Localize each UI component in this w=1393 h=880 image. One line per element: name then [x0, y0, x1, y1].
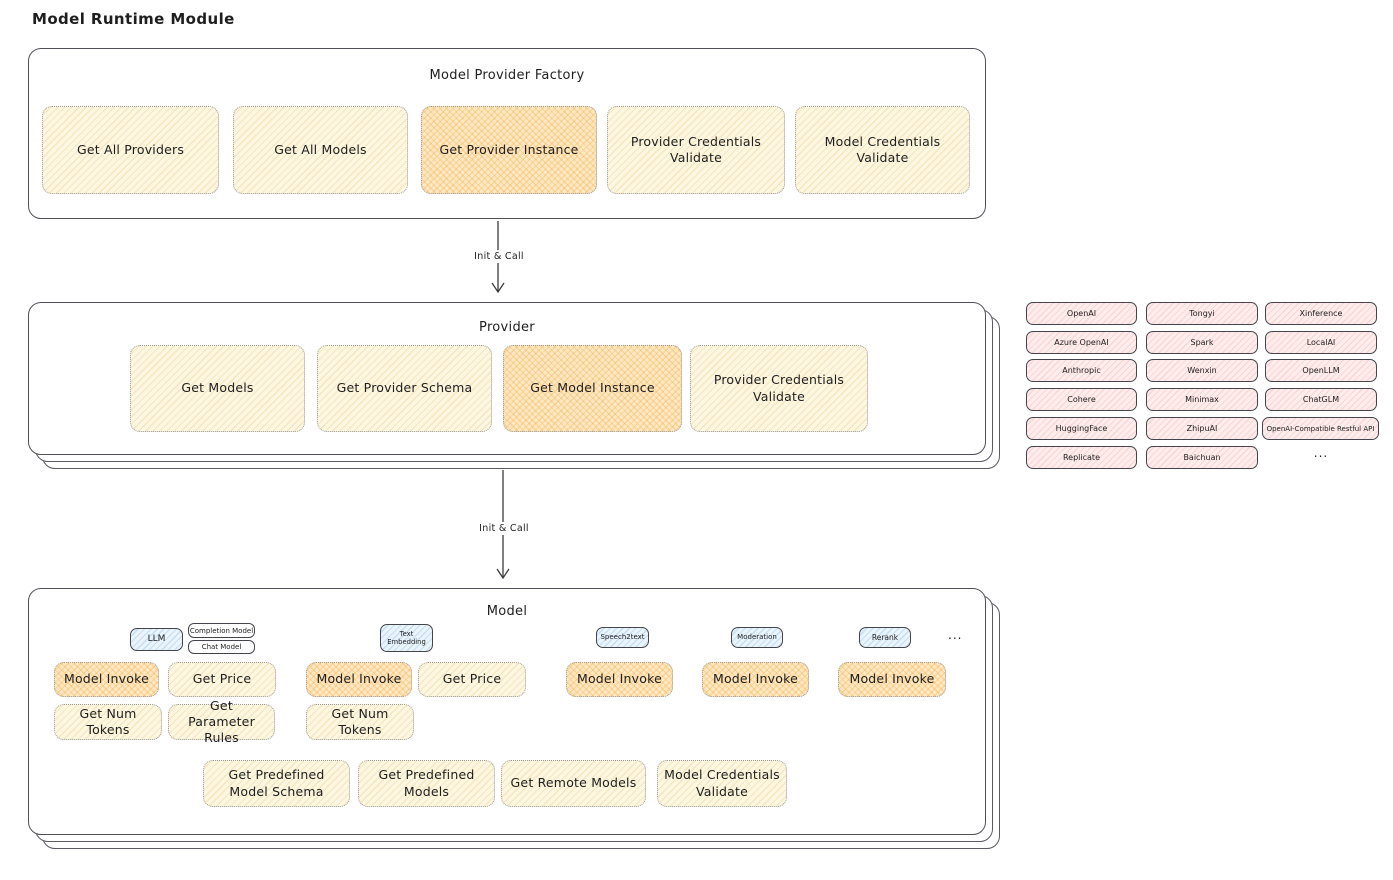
- model-credentials-validate-box: Model Credentials Validate: [657, 760, 787, 807]
- chip-label: OpenAI-Compatible Restful API: [1266, 424, 1375, 433]
- provider-chip-baichuan: Baichuan: [1146, 446, 1258, 469]
- fn-label: Get Remote Models: [510, 775, 637, 791]
- factory-box-label: Provider Credentials Validate: [630, 133, 762, 165]
- fn-label: Model Invoke: [63, 671, 150, 687]
- llm-get-price-box: Get Price: [168, 662, 276, 697]
- factory-box-provider-credentials-validate: Provider Credentials Validate: [607, 106, 785, 194]
- provider-chip-replicate: Replicate: [1026, 446, 1137, 469]
- provider-box-get-models: Get Models: [130, 345, 305, 432]
- llm-model-invoke-box: Model Invoke: [54, 662, 159, 697]
- tab-rerank: Rerank: [859, 627, 911, 648]
- chip-label: Replicate: [1062, 453, 1100, 462]
- provider-chip-wenxin: Wenxin: [1146, 359, 1258, 382]
- provider-box-label: Get Model Instance: [530, 380, 655, 396]
- factory-box-get-provider-instance: Get Provider Instance: [421, 106, 597, 194]
- provider-chip-azure-openai: Azure OpenAI: [1026, 331, 1137, 354]
- moderation-model-invoke-box: Model Invoke: [702, 662, 809, 697]
- chip-label: Wenxin: [1187, 366, 1217, 375]
- model-get-remote-models-box: Get Remote Models: [501, 760, 646, 807]
- model-tabs-ellipsis: ...: [948, 628, 963, 642]
- chip-label: Azure OpenAI: [1054, 338, 1109, 347]
- provider-box-provider-credentials-validate: Provider Credentials Validate: [690, 345, 868, 432]
- provider-chip-anthropic: Anthropic: [1026, 359, 1137, 382]
- provider-chip-localai: LocalAI: [1265, 331, 1377, 354]
- provider-box-get-model-instance: Get Model Instance: [503, 345, 682, 432]
- chip-label: Tongyi: [1189, 309, 1215, 318]
- page-title: Model Runtime Module: [32, 10, 235, 28]
- embedding-get-price-box: Get Price: [418, 662, 526, 697]
- factory-box-get-all-models: Get All Models: [233, 106, 408, 194]
- tab-chat-model: Chat Model: [188, 640, 255, 654]
- tab-moderation: Moderation: [731, 627, 783, 648]
- provider-title: Provider: [479, 320, 535, 335]
- chip-label: OpenAI: [1066, 309, 1097, 318]
- factory-box-label: Model Credentials Validate: [824, 133, 941, 165]
- fn-label: Get Predefined Model Schema: [228, 767, 325, 799]
- speech2text-model-invoke-box: Model Invoke: [566, 662, 673, 697]
- chip-label: Xinference: [1299, 309, 1343, 318]
- tab-completion-model: Completion Model: [188, 623, 255, 638]
- factory-box-get-all-providers: Get All Providers: [42, 106, 219, 194]
- model-get-predefined-models-box: Get Predefined Models: [358, 760, 495, 807]
- factory-box-model-credentials-validate: Model Credentials Validate: [795, 106, 970, 194]
- provider-box-label: Get Provider Schema: [336, 380, 473, 396]
- tab-llm: LLM: [130, 628, 183, 651]
- fn-label: Model Credentials Validate: [664, 767, 780, 799]
- provider-chip-zhipuai: ZhipuAI: [1146, 417, 1258, 440]
- model-title: Model: [486, 604, 528, 619]
- providers-ellipsis: ...: [1313, 446, 1329, 460]
- rerank-model-invoke-box: Model Invoke: [838, 662, 946, 697]
- chip-label: Spark: [1190, 338, 1214, 347]
- provider-box-label: Get Models: [181, 380, 254, 396]
- provider-chip-tongyi: Tongyi: [1146, 302, 1258, 325]
- chip-label: ChatGLM: [1302, 395, 1340, 404]
- fn-label: Get Num Tokens: [331, 705, 389, 737]
- fn-label: Model Invoke: [712, 671, 799, 687]
- factory-box-label: Get Provider Instance: [439, 141, 579, 157]
- provider-chip-huggingface: HuggingFace: [1026, 417, 1137, 440]
- chip-label: ZhipuAI: [1186, 424, 1218, 433]
- provider-chip-openllm: OpenLLM: [1265, 359, 1377, 382]
- chip-label: Baichuan: [1183, 453, 1221, 462]
- chip-label: OpenLLM: [1302, 366, 1340, 375]
- chip-label: Anthropic: [1062, 366, 1101, 375]
- arrow-label-init-call-2: Init & Call: [475, 522, 533, 535]
- chip-label: HuggingFace: [1055, 424, 1108, 433]
- factory-box-label: Get All Providers: [76, 141, 185, 157]
- provider-chip-openai-compatible-restful-api: OpenAI-Compatible Restful API: [1262, 417, 1379, 440]
- fn-label: Get Price: [192, 671, 252, 687]
- llm-get-num-tokens-box: Get Num Tokens: [54, 704, 162, 740]
- fn-label: Get Predefined Models: [378, 767, 475, 799]
- provider-box-get-provider-schema: Get Provider Schema: [317, 345, 492, 432]
- provider-chip-spark: Spark: [1146, 331, 1258, 354]
- fn-label: Get Price: [442, 671, 502, 687]
- chip-label: Minimax: [1185, 395, 1219, 404]
- model-get-predefined-model-schema-box: Get Predefined Model Schema: [203, 760, 350, 807]
- embedding-model-invoke-box: Model Invoke: [306, 662, 412, 697]
- arrow-label-init-call-1: Init & Call: [470, 250, 528, 263]
- factory-box-label: Get All Models: [274, 141, 367, 157]
- provider-chip-openai: OpenAI: [1026, 302, 1137, 325]
- fn-label: Get Parameter Rules: [188, 697, 255, 746]
- provider-chip-xinference: Xinference: [1265, 302, 1377, 325]
- fn-label: Get Num Tokens: [79, 705, 137, 737]
- provider-box-label: Provider Credentials Validate: [713, 372, 845, 404]
- tab-text-embedding: Text Embedding: [380, 624, 433, 652]
- provider-chip-minimax: Minimax: [1146, 388, 1258, 411]
- factory-title: Model Provider Factory: [429, 68, 585, 83]
- provider-chip-chatglm: ChatGLM: [1265, 388, 1377, 411]
- fn-label: Model Invoke: [576, 671, 663, 687]
- embedding-get-num-tokens-box: Get Num Tokens: [306, 704, 414, 740]
- tab-speech2text: Speech2text: [596, 627, 649, 648]
- llm-get-parameter-rules-box: Get Parameter Rules: [168, 698, 275, 745]
- chip-label: LocalAI: [1306, 338, 1336, 347]
- fn-label: Model Invoke: [316, 671, 402, 687]
- provider-chip-cohere: Cohere: [1026, 388, 1137, 411]
- fn-label: Model Invoke: [849, 671, 935, 687]
- chip-label: Cohere: [1067, 395, 1096, 404]
